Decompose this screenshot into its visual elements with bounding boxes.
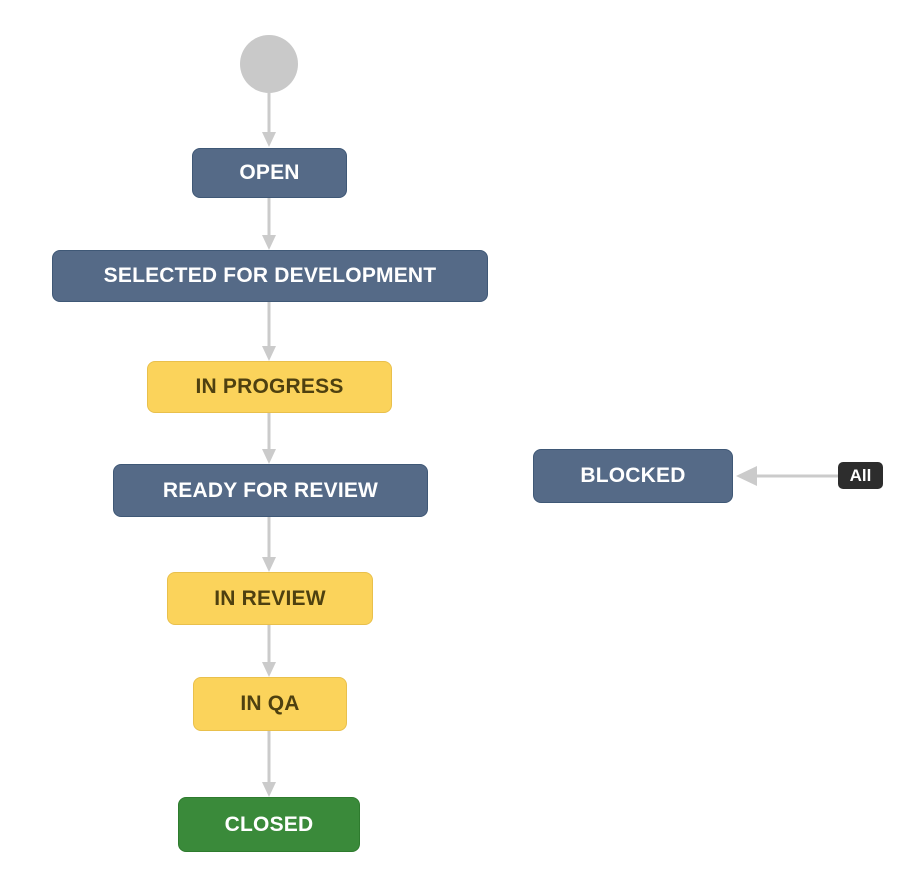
- start-node[interactable]: [240, 35, 298, 93]
- arrow-open-to-selected: [262, 198, 276, 250]
- status-node-ready-for-review[interactable]: READY FOR REVIEW: [113, 464, 428, 517]
- arrow-ready-to-inreview: [262, 517, 276, 572]
- status-node-in-progress[interactable]: IN PROGRESS: [147, 361, 392, 413]
- arrow-selected-to-inprogress: [262, 302, 276, 361]
- status-node-in-review[interactable]: IN REVIEW: [167, 572, 373, 625]
- status-node-in-qa[interactable]: IN QA: [193, 677, 347, 731]
- status-node-open[interactable]: OPEN: [192, 148, 347, 198]
- arrow-all-to-blocked: [736, 466, 838, 486]
- status-node-closed[interactable]: CLOSED: [178, 797, 360, 852]
- arrow-start-to-open: [262, 93, 276, 147]
- status-label: SELECTED FOR DEVELOPMENT: [103, 264, 437, 287]
- status-node-selected-for-development[interactable]: SELECTED FOR DEVELOPMENT: [52, 250, 488, 302]
- status-label: READY FOR REVIEW: [162, 478, 379, 502]
- arrow-inqa-to-closed: [262, 731, 276, 797]
- status-label: BLOCKED: [580, 464, 686, 487]
- status-node-blocked[interactable]: BLOCKED: [533, 449, 733, 503]
- status-label: IN REVIEW: [214, 586, 326, 610]
- transition-label-all[interactable]: All: [838, 462, 883, 489]
- arrow-inreview-to-inqa: [262, 625, 276, 677]
- status-label: IN QA: [240, 692, 300, 715]
- status-label: IN PROGRESS: [195, 375, 344, 398]
- status-label: OPEN: [239, 161, 300, 184]
- status-label: CLOSED: [224, 812, 314, 836]
- arrow-inprogress-to-ready: [262, 413, 276, 464]
